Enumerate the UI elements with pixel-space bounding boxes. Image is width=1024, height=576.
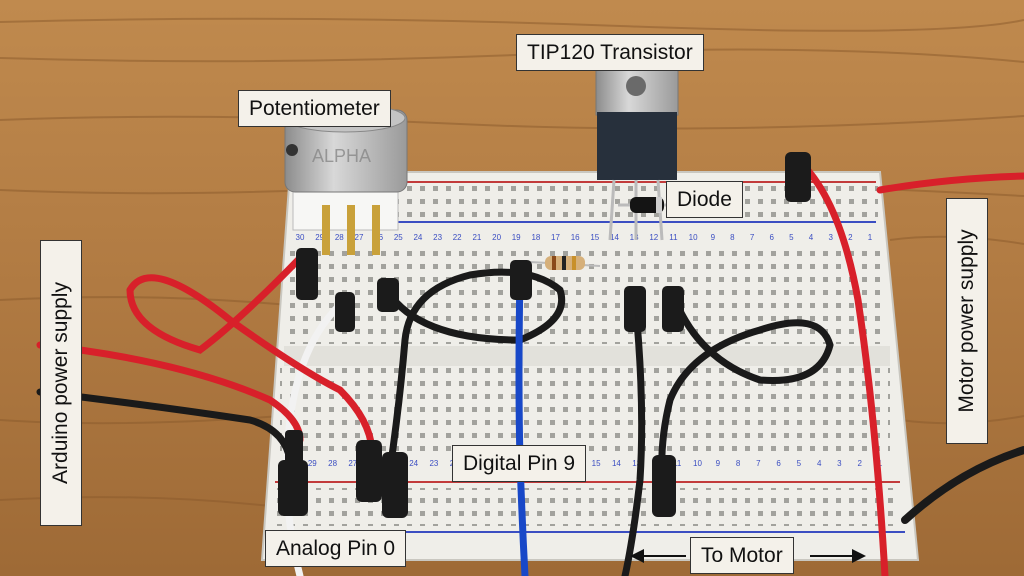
row-number: 16 xyxy=(571,233,580,242)
row-number: 6 xyxy=(776,459,781,468)
row-number: 27 xyxy=(348,459,357,468)
row-number: 15 xyxy=(590,233,599,242)
motor-power-label: Motor power supply xyxy=(946,198,988,444)
row-number: 17 xyxy=(551,233,560,242)
row-number: 11 xyxy=(669,233,678,242)
row-number: 12 xyxy=(649,233,658,242)
row-number: 6 xyxy=(769,233,774,242)
row-number: 1 xyxy=(868,233,873,242)
row-number: 22 xyxy=(453,233,462,242)
motor-black-loop-wire xyxy=(658,296,834,484)
arduino-power-label: Arduino power supply xyxy=(40,240,82,526)
row-number: 21 xyxy=(472,233,481,242)
motor-power-black-wire xyxy=(901,446,1024,524)
row-number: 2 xyxy=(848,233,853,242)
arduino-black-wire xyxy=(36,388,294,464)
motor-power-label-text: Motor power supply xyxy=(955,229,978,413)
resistor xyxy=(529,256,601,270)
row-number: 20 xyxy=(492,233,501,242)
row-number: 4 xyxy=(817,459,822,468)
row-number: 24 xyxy=(409,459,418,468)
breadboard xyxy=(260,171,920,561)
motor-power-red-wire xyxy=(796,158,889,576)
analog-pin-label: Analog Pin 0 xyxy=(265,530,407,567)
row-number: 25 xyxy=(394,233,403,242)
transistor-label: TIP120 Transistor xyxy=(516,34,704,71)
row-number: 13 xyxy=(632,459,641,468)
row-number: 28 xyxy=(335,233,344,242)
arduino-power-label-text: Arduino power supply xyxy=(49,282,72,484)
row-number: 13 xyxy=(630,233,639,242)
row-number: 7 xyxy=(750,233,755,242)
row-number: 5 xyxy=(797,459,802,468)
row-number: 3 xyxy=(837,459,842,468)
row-number: 29 xyxy=(315,233,324,242)
row-numbers-top: 3029282726252423222120191817161514131211… xyxy=(296,233,873,242)
row-number: 23 xyxy=(429,459,438,468)
arduino-red-wire xyxy=(36,341,304,444)
motor-power-red-wire-2 xyxy=(876,172,1024,194)
potentiometer-label: Potentiometer xyxy=(238,90,391,127)
row-number: 7 xyxy=(756,459,761,468)
pot-brand: ALPHA xyxy=(312,146,371,166)
diode-label: Diode xyxy=(666,181,743,218)
row-number: 19 xyxy=(512,233,521,242)
row-number: 11 xyxy=(673,459,682,468)
row-number: 18 xyxy=(531,233,540,242)
transistor-black-wire xyxy=(621,296,646,576)
to-motor-arrow xyxy=(630,549,866,563)
row-number: 8 xyxy=(730,233,735,242)
row-number: 24 xyxy=(413,233,422,242)
row-number: 27 xyxy=(355,233,364,242)
row-number: 10 xyxy=(693,459,702,468)
row-number: 8 xyxy=(736,459,741,468)
row-number: 2 xyxy=(857,459,862,468)
row-number: 3 xyxy=(828,233,833,242)
row-number: 23 xyxy=(433,233,442,242)
row-number: 28 xyxy=(328,459,337,468)
row-number: 15 xyxy=(592,459,601,468)
row-number: 5 xyxy=(789,233,794,242)
row-number: 4 xyxy=(809,233,814,242)
wire-plugs xyxy=(278,152,811,518)
row-number: 14 xyxy=(610,233,619,242)
row-number: 14 xyxy=(612,459,621,468)
row-number: 30 xyxy=(296,233,305,242)
to-motor-label: To Motor xyxy=(690,537,794,574)
pot-red-loop-wire xyxy=(126,254,376,454)
row-number: 9 xyxy=(716,459,721,468)
digital-pin-label: Digital Pin 9 xyxy=(452,445,587,482)
row-number: 29 xyxy=(308,459,317,468)
to-motor-label-text: To Motor xyxy=(701,544,783,567)
row-number: 9 xyxy=(711,233,716,242)
row-number: 10 xyxy=(689,233,698,242)
